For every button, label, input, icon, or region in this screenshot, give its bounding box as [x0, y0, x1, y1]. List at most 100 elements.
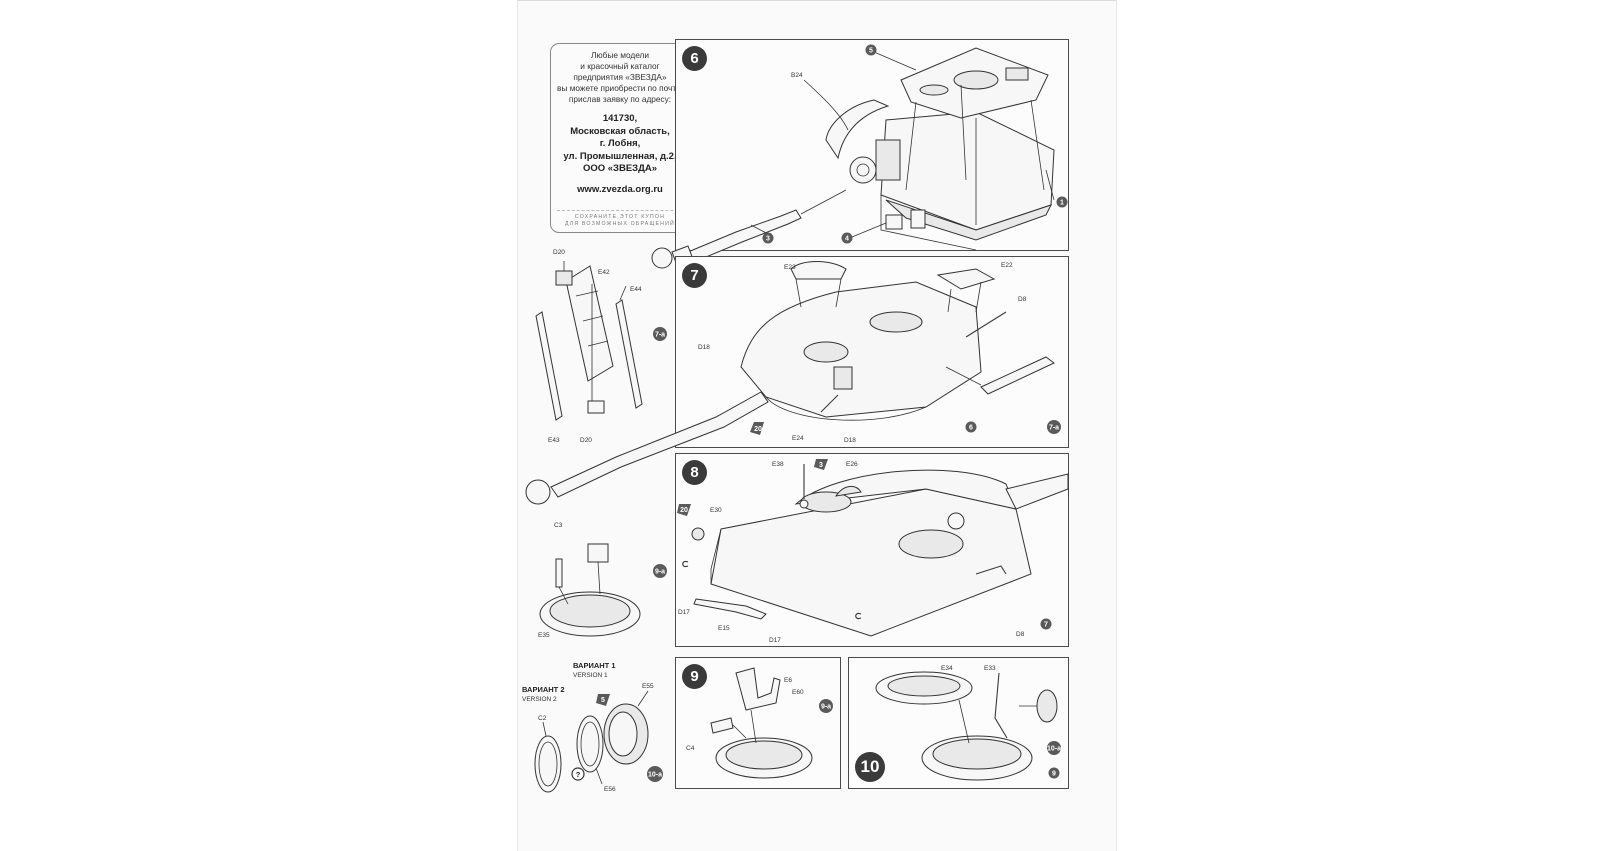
coupon-address-line: Московская область, [570, 125, 670, 137]
step-7-turret-drawing: E23 E22 D8 D18 E24 D18 20 6 7-a [525, 261, 1061, 505]
badge-text: 7-a [1049, 425, 1059, 432]
label-e24: E24 [792, 435, 804, 442]
label-e42: E42 [598, 269, 610, 276]
badge-text: 9-a [655, 569, 665, 576]
label-b24: B24 [791, 72, 803, 79]
label-e33: E33 [984, 665, 996, 672]
badge-text: 5 [869, 48, 873, 55]
coupon-intro-line: предприятия «ЗВЕЗДА» [573, 72, 667, 82]
badge-part-9: 9 [1048, 767, 1060, 779]
variant-1-ru: ВАРИАНТ 1 [573, 661, 616, 670]
step-6-panel: 6 [651, 39, 1069, 269]
address-coupon: Любые модели и красочный каталог предпри… [550, 43, 690, 233]
step-10-number: 10 [855, 752, 885, 782]
label-e55: E55 [642, 683, 654, 690]
badge-paint-5: 5 [596, 694, 610, 706]
label-d8: D8 [1018, 296, 1027, 303]
badge-text: 20 [680, 507, 688, 514]
badge-part-1: 1 [1056, 196, 1068, 208]
badge-paint-20: 20 [750, 422, 764, 435]
step-8-number: 8 [682, 460, 707, 485]
label-c4: C4 [686, 745, 695, 752]
badge-text: 3 [766, 236, 770, 243]
label-c2: C2 [538, 715, 547, 722]
badge-10a: 10-a [1047, 741, 1061, 755]
label-d20-bottom: D20 [580, 437, 592, 444]
badge-9a: 9-a [653, 564, 667, 578]
question-text: ? [576, 770, 581, 779]
label-e15: E15 [718, 625, 730, 632]
label-e60: E60 [792, 689, 804, 696]
coupon-note-line: ДЛЯ ВОЗМОЖНЫХ ОБРАЩЕНИЙ [565, 221, 675, 227]
badge-part-7: 7 [1040, 618, 1052, 630]
badge-9a: 9-a [819, 699, 833, 713]
step-9-panel: 9 E6 E60 C4 9-a [675, 657, 841, 789]
question-icon: ? [571, 767, 585, 781]
badge-text: 3 [819, 462, 823, 469]
label-d18-bottom: D18 [844, 437, 856, 444]
step-9a-drawing: C3 E35 9-a [538, 522, 667, 639]
coupon-address-line: 141730, [602, 113, 638, 124]
coupon-intro-line: вы можете приобрести по почте, [557, 83, 683, 93]
step-6-turret-drawing: B24 5 3 4 1 [651, 44, 1068, 269]
badge-part-5: 5 [865, 44, 877, 56]
coupon-note: СОХРАНИТЕ ЭТОТ КУПОН ДЛЯ ВОЗМОЖНЫХ ОБРАЩ… [557, 210, 683, 228]
instruction-page: Любые модели и красочный каталог предпри… [517, 0, 1117, 851]
label-d17-bottom: D17 [769, 637, 781, 644]
label-d17-left: D17 [678, 609, 690, 616]
label-e6: E6 [784, 677, 792, 684]
step-10a-area: ВАРИАНТ 1 VERSION 1 ВАРИАНТ 2 VERSION 2 … [518, 656, 668, 846]
coupon-address-line: ул. Промышленная, д.2, [563, 150, 677, 162]
label-d20-top: D20 [553, 249, 565, 256]
label-e44: E44 [630, 286, 642, 293]
badge-paint-20: 20 [677, 504, 691, 516]
badge-text: 10-a [1047, 746, 1061, 753]
badge-text: 5 [601, 697, 605, 704]
label-e34: E34 [941, 665, 953, 672]
badge-text: 10-a [648, 772, 662, 779]
badge-part-6: 6 [965, 421, 977, 433]
label-c3: C3 [554, 522, 563, 529]
badge-text: 6 [969, 425, 973, 432]
coupon-address: 141730, Московская область, г. Лобня, ул… [551, 113, 689, 176]
badge-text: 20 [754, 426, 762, 433]
variant-2-en: VERSION 2 [522, 696, 557, 703]
badge-text: 7-a [655, 332, 665, 339]
step-8-turret-drawing: E38 E26 E30 D17 E15 D17 D8 3 20 7 [677, 459, 1069, 644]
label-e23: E23 [784, 264, 796, 271]
label-e22: E22 [1001, 262, 1013, 269]
coupon-address-line: г. Лобня, [599, 138, 641, 149]
label-e38: E38 [772, 461, 784, 468]
label-e30: E30 [710, 507, 722, 514]
badge-text: 9-a [821, 704, 831, 711]
variant-2-ru: ВАРИАНТ 2 [522, 685, 565, 694]
label-e56: E56 [604, 786, 616, 793]
badge-text: 9 [1052, 771, 1056, 778]
badge-text: 7 [1044, 622, 1048, 629]
badge-paint-3: 3 [814, 459, 828, 470]
label-d18-left: D18 [698, 344, 710, 351]
label-e43: E43 [548, 437, 560, 444]
coupon-intro-line: и красочный каталог [580, 61, 660, 71]
step-6-number: 6 [682, 46, 707, 71]
step-7a-drawing: D20 E42 E44 E43 D20 7-a [535, 249, 667, 444]
badge-text: 4 [845, 236, 849, 243]
badge-text: 1 [1060, 200, 1064, 207]
step-9-drawing: E6 E60 C4 9-a [686, 667, 833, 779]
variant-1-en: VERSION 1 [573, 672, 608, 679]
badge-7a: 7-a [653, 327, 667, 341]
badge-10a: 10-a [647, 766, 663, 782]
step-10-panel: 10 E34 E33 10-a 9 [848, 657, 1069, 789]
coupon-website: www.zvezda.org.ru [577, 183, 663, 195]
badge-part-3: 3 [762, 232, 774, 244]
coupon-address-line: ООО «ЗВЕЗДА» [582, 163, 658, 174]
step-10-drawing: E34 E33 10-a 9 [875, 665, 1061, 781]
step-10a-drawing: ВАРИАНТ 1 VERSION 1 ВАРИАНТ 2 VERSION 2 … [522, 661, 663, 793]
coupon-note-line: СОХРАНИТЕ ЭТОТ КУПОН [574, 214, 666, 220]
step-9-number: 9 [682, 664, 707, 689]
label-e26: E26 [846, 461, 858, 468]
step-8-panel: 8 E38 E26 E30 D17 E15 [675, 453, 1069, 647]
badge-part-4: 4 [841, 232, 853, 244]
step-7-number: 7 [682, 263, 707, 288]
label-e35: E35 [538, 632, 550, 639]
